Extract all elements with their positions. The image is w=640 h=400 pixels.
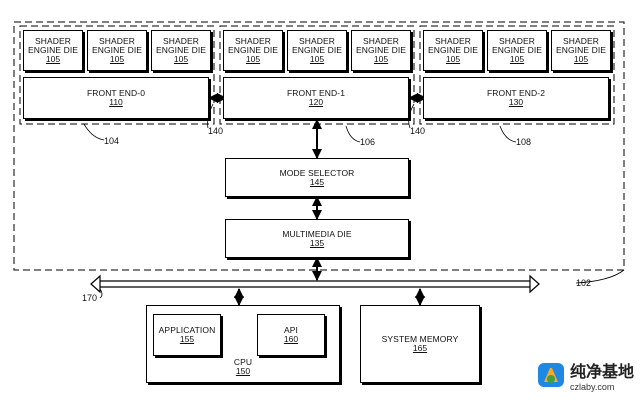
shader-number: 105 [245,53,261,64]
front-end-0-number: 110 [109,97,123,107]
ref-140-left: 140 [208,126,224,136]
cpu-caption: CPU 150 [147,358,339,376]
shader-line2: ENGINE DIE [227,45,279,56]
system-bus-right-arrow [529,274,540,294]
shader-number: 105 [509,53,525,64]
mode-selector-label: MODE SELECTOR [279,167,355,178]
ref-108: 108 [516,137,532,147]
front-end-2-number: 130 [508,97,524,107]
multimedia-die-label: MULTIMEDIA DIE [282,228,352,239]
shader-line1: SHADER [362,36,400,47]
shader-line2: ENGINE DIE [155,45,207,56]
ref-106: 106 [360,137,376,147]
shader-line1: SHADER [34,36,72,47]
group-boundary-104 [19,25,215,125]
shader-line1: SHADER [98,36,136,47]
watermark-title: 纯净基地 [569,364,634,381]
shader-line2: ENGINE DIE [291,45,343,56]
leader-104 [83,123,105,141]
application-number: 155 [179,334,195,344]
ref-104: 104 [104,136,120,146]
shader-line1: SHADER [298,36,336,47]
shader-line2: ENGINE DIE [427,45,479,56]
shader-number: 105 [45,53,61,64]
cpu-number: 150 [235,366,251,377]
watermark-url: czlaby.com [569,382,615,392]
shader-line1: SHADER [234,36,272,47]
shader-line2: ENGINE DIE [355,45,407,56]
shader-number: 105 [309,53,325,64]
shader-number: 105 [373,53,389,64]
watermark: 纯净基地 czlaby.com [536,358,634,392]
cpu-label: CPU [233,357,253,368]
shader-line1: SHADER [162,36,200,47]
watermark-logo-icon [536,360,566,390]
shader-number: 105 [173,53,189,64]
shader-line1: SHADER [434,36,472,47]
ref-102: 102 [576,278,592,288]
mode-selector-number: 145 [309,176,325,187]
ref-170: 170 [82,293,98,303]
shader-line2: ENGINE DIE [27,45,79,56]
shader-line2: ENGINE DIE [91,45,143,56]
shader-number: 105 [109,53,125,64]
api-label: API [283,325,298,336]
front-end-1-label: FRONT END-1 [286,88,346,99]
shader-number: 105 [573,53,589,64]
system-bus-left-arrow [90,274,101,294]
front-end-2-label: FRONT END-2 [486,88,546,99]
leader-108 [499,125,517,143]
shader-line2: ENGINE DIE [555,45,607,56]
leader-106 [345,125,361,143]
application-label: APPLICATION [158,325,216,336]
front-end-1-number: 120 [308,97,324,107]
group-boundary-108 [419,25,615,125]
ref-140-right: 140 [410,126,426,136]
shader-line1: SHADER [562,36,600,47]
shader-number: 105 [445,53,461,64]
shader-line2: ENGINE DIE [491,45,543,56]
leader-170 [99,288,103,299]
multimedia-die-number: 135 [309,237,325,248]
leader-102 [575,269,625,284]
shader-line1: SHADER [498,36,536,47]
leader-140-right [408,103,415,129]
api-number: 160 [283,334,299,344]
system-memory-number: 165 [412,343,428,353]
system-memory-label: SYSTEM MEMORY [381,334,459,345]
front-end-0-label: FRONT END-0 [86,88,146,99]
